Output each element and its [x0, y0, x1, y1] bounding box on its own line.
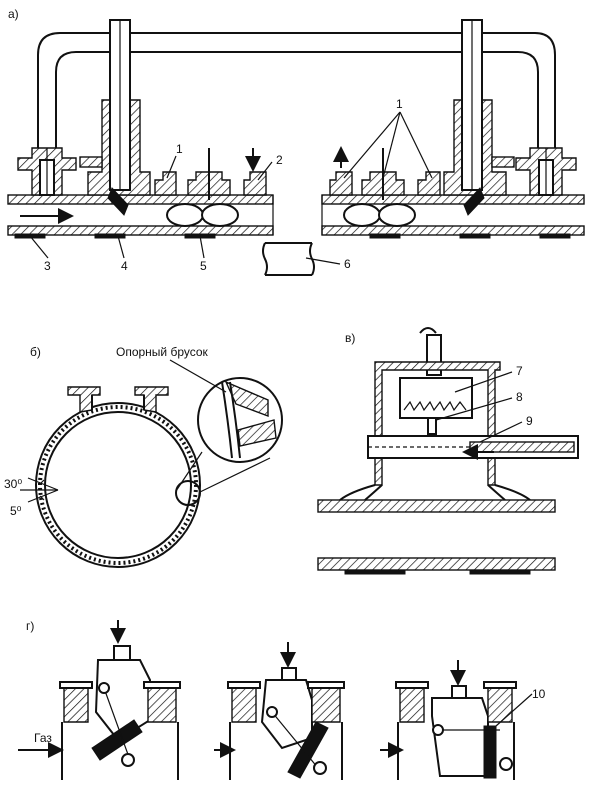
label-9: 9 — [526, 414, 533, 428]
angle-marks — [20, 477, 59, 503]
branch-nozzle — [67, 386, 169, 413]
pipe-outer — [35, 402, 201, 568]
section-b-label: б) — [30, 345, 41, 359]
label-10: 10 — [532, 687, 546, 701]
label-2: 2 — [276, 153, 283, 167]
support-bar-leader — [169, 359, 227, 393]
stem-cap — [419, 327, 437, 334]
left-pipe-wall-bottom — [7, 225, 274, 236]
gas-label: Газ — [34, 731, 52, 745]
section-v: в) 7 8 9 — [317, 327, 579, 575]
section-g: г) Газ — [18, 619, 546, 780]
side-slider — [367, 435, 579, 460]
label-6: 6 — [344, 257, 351, 271]
right-stopple-fitting — [443, 19, 515, 216]
support-bar-label: Опорный брусок — [116, 345, 209, 359]
connector-piece — [262, 242, 315, 276]
left-plug-fittings — [154, 148, 267, 200]
left-bladders — [166, 203, 239, 227]
label-3: 3 — [44, 259, 51, 273]
left-stopple-fitting — [79, 19, 151, 216]
label-4: 4 — [121, 259, 128, 273]
v-pipe-bottom — [317, 557, 556, 571]
right-pipe-wall-top — [321, 194, 585, 205]
panel-g2 — [214, 642, 345, 780]
leader-lines-a — [29, 111, 433, 265]
pipe-wall-hatch — [38, 405, 198, 565]
label-5: 5 — [200, 259, 207, 273]
angle-30-label: 30⁰ — [4, 477, 22, 491]
right-bladders — [343, 203, 416, 227]
section-a-label: а) — [8, 7, 19, 21]
panel-g3 — [380, 660, 533, 780]
right-bypass-tee — [515, 147, 577, 196]
angle-5-label: 5⁰ — [10, 504, 22, 518]
bypass-pipe — [37, 32, 556, 160]
section-v-label: в) — [345, 331, 355, 345]
left-bypass-tee — [17, 147, 77, 196]
label-7: 7 — [516, 364, 523, 378]
label-1-left: 1 — [176, 142, 183, 156]
detail-marker — [175, 480, 201, 506]
label-1-right: 1 — [396, 97, 403, 111]
panel-g1 — [18, 620, 181, 780]
pipe-inner — [44, 411, 192, 559]
right-plug-fittings — [329, 148, 441, 200]
section-g-label: г) — [26, 619, 34, 633]
detail-link-2 — [199, 457, 271, 493]
section-a: а) — [7, 7, 585, 276]
v-pipe-top — [317, 499, 556, 513]
label-8: 8 — [516, 390, 523, 404]
detail-link-1 — [175, 451, 203, 492]
screw — [427, 417, 437, 435]
section-b: б) 30⁰ — [4, 345, 283, 568]
left-pipe-wall-top — [7, 194, 274, 205]
detail-content — [221, 380, 277, 459]
gate-block — [399, 377, 473, 419]
